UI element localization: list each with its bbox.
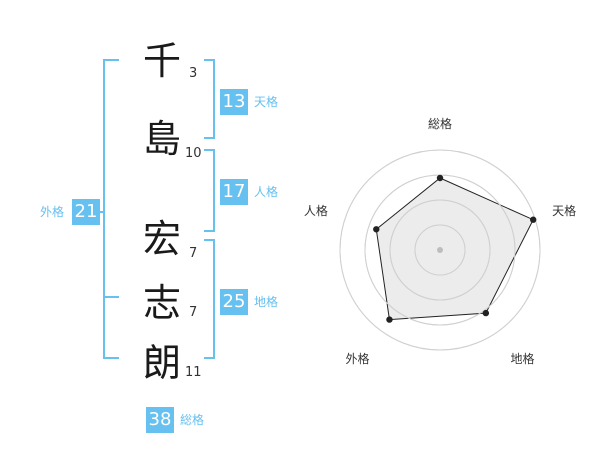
jinkaku-value: 17 [220, 179, 248, 205]
stroke-count-4: 7 [189, 305, 198, 320]
stroke-count-3: 7 [189, 246, 198, 261]
name-char-2: 島 [143, 117, 182, 161]
tenkaku-bracket [204, 59, 215, 139]
gaikaku-bracket [103, 59, 119, 359]
radar-axis-label-4: 外格 [345, 351, 369, 366]
jinkaku-label: 人格 [254, 185, 279, 199]
stroke-count-1: 3 [189, 66, 198, 81]
gaikaku-value: 21 [72, 199, 100, 225]
stroke-count-5: 11 [185, 365, 202, 380]
chikaku-bracket [204, 239, 215, 359]
radar-ring-outline-1 [414, 224, 466, 276]
tenkaku-value: 13 [220, 89, 248, 115]
soukaku-value: 38 [146, 407, 174, 433]
stroke-count-2: 10 [185, 146, 202, 161]
radar-point-5 [373, 226, 380, 233]
radar-point-4 [386, 316, 393, 323]
radar-axis-label-3: 地格 [511, 351, 535, 366]
tenkaku-label: 天格 [254, 95, 279, 109]
radar-ring-outline-2 [389, 199, 491, 301]
chikaku-label: 地格 [254, 295, 279, 309]
name-char-5: 朗 [143, 341, 182, 385]
radar-axis-label-5: 人格 [304, 203, 328, 218]
radar-polygon [375, 177, 534, 321]
name-char-1: 千 [143, 39, 182, 83]
radar-axis-label-1: 総格 [428, 116, 452, 131]
radar-point-2 [530, 216, 537, 223]
jinkaku-bracket [204, 149, 215, 232]
name-char-3: 宏 [143, 217, 182, 261]
radar-point-1 [436, 174, 444, 182]
chikaku-value: 25 [220, 289, 248, 315]
radar-point-3 [482, 309, 490, 317]
name-char-4: 志 [143, 281, 182, 325]
gaikaku-label: 外格 [40, 205, 65, 219]
radar-axis-label-2: 天格 [552, 203, 576, 218]
radar-ring-outline-4 [339, 149, 541, 351]
radar-center [437, 247, 443, 253]
soukaku-label: 総格 [180, 413, 205, 427]
